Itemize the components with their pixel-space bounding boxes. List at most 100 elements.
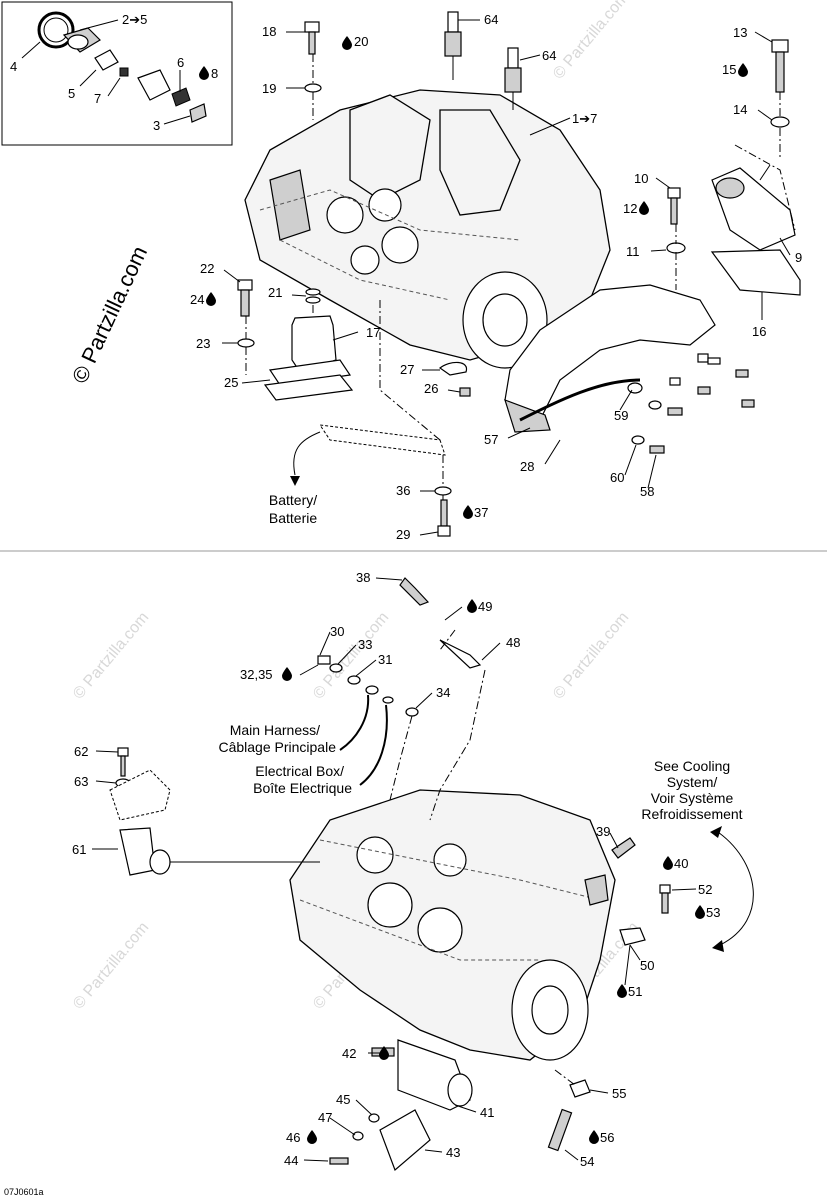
bracket-61 (109, 747, 320, 876)
callout-label: 46 (286, 1130, 300, 1145)
callout-label: 48 (506, 635, 520, 650)
drop-icon (342, 36, 352, 50)
drop-icon (282, 667, 292, 681)
faint-watermark: © Partzilla.com (550, 0, 632, 83)
leader-lines (92, 19, 791, 1162)
cooling-note: See Cooling (654, 758, 730, 774)
cooling-note-fr-2: Refroidissement (641, 806, 742, 822)
callout-label: 57 (484, 432, 498, 447)
drop-icon (695, 905, 705, 919)
cooling-note-2: System/ (667, 774, 718, 790)
bolt-18-washer-19 (304, 21, 322, 120)
callout-label: 11 (626, 244, 640, 259)
callout-label: 37 (474, 505, 488, 520)
callout-label: 54 (580, 1154, 594, 1169)
callout-label: 49 (478, 599, 492, 614)
callout-label: 58 (640, 484, 654, 499)
callout-label: 45 (336, 1092, 350, 1107)
callout-label: 15 (722, 62, 736, 77)
terminal-pin (119, 67, 129, 77)
watermark-main: © Partzilla.com (67, 242, 152, 387)
cylinder-head-rear (439, 109, 521, 216)
drawing-code: 07J0601a (4, 1187, 44, 1197)
drop-icon (738, 63, 748, 77)
drop-icon (463, 505, 473, 519)
drop-icon (206, 292, 216, 306)
callout-label: 30 (330, 624, 344, 639)
drop-icon (663, 856, 673, 870)
top-engine (244, 89, 611, 369)
callout-label: 16 (752, 324, 766, 339)
callout-label: 10 (634, 171, 648, 186)
callout-label: 47 (318, 1110, 332, 1125)
callout-label: 2➔5 (122, 12, 147, 27)
flywheel-hub (482, 293, 528, 347)
carb-boot-1 (326, 196, 364, 234)
callout-label: 3 (153, 118, 160, 133)
callout-label: 31 (378, 652, 392, 667)
drop-icon (199, 66, 209, 80)
right-mount (666, 39, 801, 296)
starter-cables (317, 577, 486, 821)
bottom-engine (289, 789, 616, 1061)
connector-face (67, 34, 89, 50)
callout-label: 64 (484, 12, 498, 27)
battery-note-fr: Batterie (269, 510, 317, 526)
callout-label: 41 (480, 1105, 494, 1120)
callout-label: 63 (74, 774, 88, 789)
callout-label: 62 (74, 744, 88, 759)
callout-label: 8 (211, 66, 218, 81)
drop-icon (589, 1130, 599, 1144)
callout-label: 51 (628, 984, 642, 999)
callout-label: 56 (600, 1130, 614, 1145)
electrical-box-note: Electrical Box/ (255, 763, 344, 779)
callout-label: 9 (795, 250, 802, 265)
carb-boot-3 (381, 226, 419, 264)
callout-label: 5 (68, 86, 75, 101)
spark-plug (507, 47, 519, 69)
faint-watermark: © Partzilla.com (70, 919, 152, 1013)
pin-set (171, 87, 191, 107)
callout-label: 14 (733, 102, 747, 117)
callout-label: 44 (284, 1153, 298, 1168)
carb-boot-2 (368, 188, 402, 222)
callout-label: 59 (614, 408, 628, 423)
callout-label: 34 (436, 685, 450, 700)
callout-label: 21 (268, 285, 282, 300)
callout-label: 43 (446, 1145, 460, 1160)
callout-label: 6 (177, 55, 184, 70)
spark-plugs (444, 11, 522, 110)
main-harness-note: Main Harness/ (230, 722, 320, 738)
callout-label: 7 (94, 91, 101, 106)
callout-label: 55 (612, 1086, 626, 1101)
seal-ring (37, 11, 75, 49)
seal-ring-inner (43, 17, 69, 43)
callout-label: 42 (342, 1046, 356, 1061)
callout-label: 4 (10, 59, 17, 74)
drop-icon (379, 1046, 389, 1060)
callout-label: 64 (542, 48, 556, 63)
drop-icon (639, 201, 649, 215)
cooling-fittings (611, 826, 754, 986)
rubber-mount (291, 315, 337, 373)
engine-side (269, 169, 311, 241)
cylinder-head-front (349, 94, 431, 201)
callout-label: 29 (396, 527, 410, 542)
callout-label: 26 (424, 381, 438, 396)
mount-plate (710, 249, 801, 296)
callout-label: 60 (610, 470, 624, 485)
callout-label: 1➔7 (572, 111, 597, 126)
callout-label: 52 (698, 882, 712, 897)
guard-strip (519, 378, 641, 422)
callout-label: 33 (358, 637, 372, 652)
callout-label: 53 (706, 905, 720, 920)
diagram-notes: Battery/ Batterie Main Harness/ Câblage … (218, 492, 742, 822)
battery-cable (290, 300, 471, 537)
callout-label: 40 (674, 856, 688, 871)
flywheel-guard (504, 284, 755, 454)
sensor-body (119, 827, 156, 876)
callout-label: 13 (733, 25, 747, 40)
electrical-box-note-fr: Boîte Electrique (253, 780, 352, 796)
callout-label: 61 (72, 842, 86, 857)
